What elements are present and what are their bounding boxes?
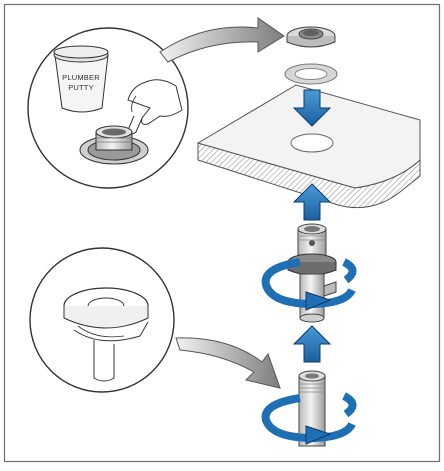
washer — [284, 63, 338, 85]
down-arrow-icon — [292, 89, 332, 127]
putty-container: PLUMBER PUTTY — [53, 45, 109, 113]
up-arrow-icon — [292, 325, 332, 363]
rotate-arrow-icon — [261, 258, 357, 311]
rotate-arrow-icon — [261, 392, 357, 445]
flange-top — [286, 26, 336, 48]
curved-arrow-icon — [175, 337, 281, 389]
gasket-detail-circle — [29, 247, 175, 393]
curved-arrow-icon — [159, 17, 285, 63]
gasket-illustration — [63, 287, 149, 382]
putty-label-line1: PLUMBER — [62, 73, 100, 82]
putty-detail-circle: PLUMBER PUTTY — [27, 27, 189, 189]
up-arrow-icon — [292, 183, 332, 221]
flange-with-putty — [79, 125, 149, 165]
putty-label-line2: PUTTY — [68, 83, 94, 92]
hand-illustration — [127, 79, 183, 135]
countertop — [196, 84, 421, 209]
